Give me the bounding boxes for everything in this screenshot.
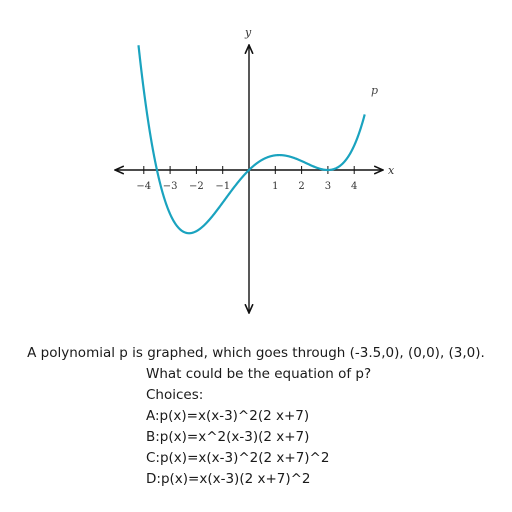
choices-label: Choices: — [146, 387, 204, 403]
y-axis-label: y — [244, 26, 252, 39]
x-tick-label: 1 — [272, 181, 278, 192]
choice-b: B:p(x)=x^2(x-3)(2 x+7) — [146, 429, 310, 445]
x-axis-label: x — [388, 164, 395, 177]
choice-d: D:p(x)=x(x-3)(2 x+7)^2 — [146, 471, 311, 487]
x-tick-label: −2 — [189, 181, 204, 192]
series-p-label: p — [371, 84, 378, 97]
choice-c: C:p(x)=x(x-3)^2(2 x+7)^2 — [146, 450, 330, 466]
series-p-curve — [137, 45, 366, 235]
polynomial-graph: −4 −3 −2 −1 1 2 3 4 x y p — [0, 26, 395, 330]
question-statement: A polynomial p is graphed, which goes th… — [27, 345, 485, 361]
choice-a: A:p(x)=x(x-3)^2(2 x+7) — [146, 408, 310, 424]
x-tick-label: 3 — [325, 181, 331, 192]
x-tick-label: −4 — [136, 181, 151, 192]
x-tick-labels: −4 −3 −2 −1 1 2 3 4 — [136, 181, 357, 192]
x-tick-label: −1 — [215, 181, 230, 192]
question-block: A polynomial p is graphed, which goes th… — [0, 343, 512, 490]
x-tick-label: 4 — [351, 181, 357, 192]
x-tick-label: 2 — [298, 181, 304, 192]
question-prompt: What could be the equation of p? — [146, 366, 372, 382]
x-tick-label: −3 — [163, 181, 178, 192]
